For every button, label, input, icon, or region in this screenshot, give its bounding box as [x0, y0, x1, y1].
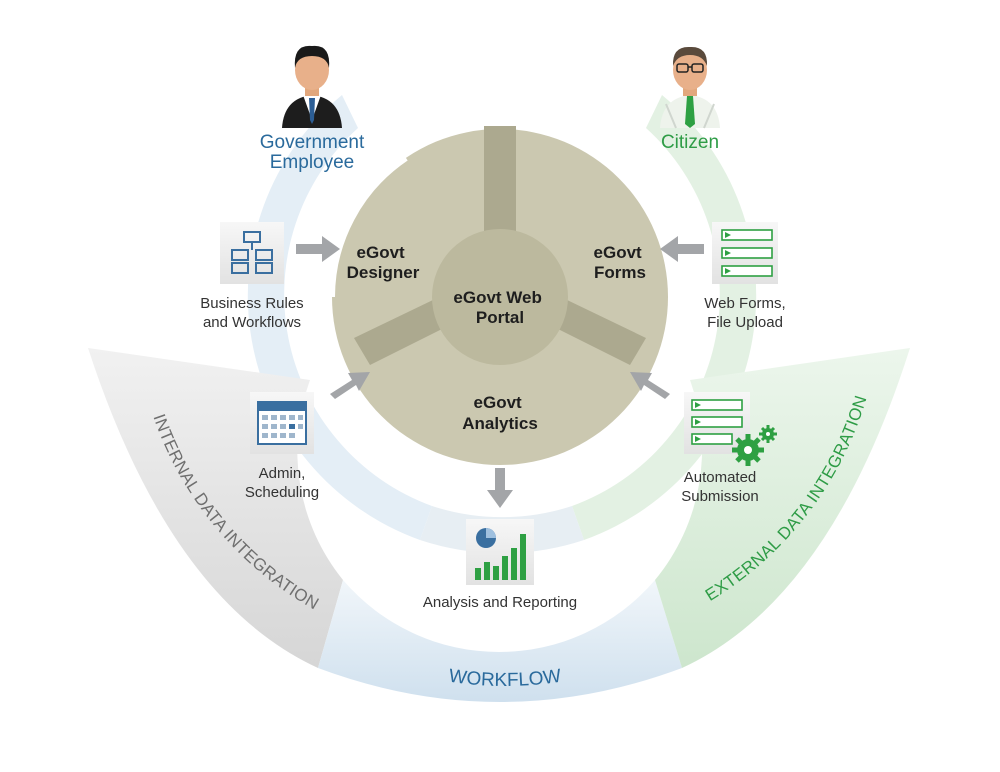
web-forms-icon [712, 222, 778, 284]
calendar-icon [250, 392, 314, 454]
citizen-label: Citizen [660, 132, 720, 153]
government-employee-label: Government Employee [259, 132, 365, 173]
gears-icon [732, 425, 777, 466]
forms-label: eGovt Forms [594, 243, 647, 282]
automated-submission-label: Automated Submission [681, 469, 759, 505]
workflow-chart-icon [220, 222, 284, 284]
wheel-divider-top [484, 126, 516, 250]
band-workflow [318, 580, 682, 702]
arrow-to-designer [296, 236, 340, 262]
central-wheel [329, 126, 668, 465]
bar-chart-icon [466, 519, 534, 585]
government-employee-avatar [282, 45, 342, 128]
business-rules-label: Business Rules and Workflows [200, 295, 304, 331]
arrow-from-automated [630, 372, 670, 399]
admin-scheduling-label: Admin, Scheduling [244, 465, 320, 501]
analysis-reporting-label: Analysis and Reporting [422, 594, 578, 611]
portal-label: eGovt Web Portal [453, 288, 546, 327]
designer-label: eGovt Designer [347, 243, 420, 282]
portal-hub [432, 229, 568, 365]
arrow-to-analysis [487, 468, 513, 508]
web-forms-label: Web Forms, File Upload [704, 295, 786, 331]
analytics-label: eGovt Analytics [462, 393, 538, 433]
arrow-to-forms [660, 236, 704, 262]
citizen-avatar [660, 46, 720, 129]
arrow-from-admin [330, 372, 370, 399]
